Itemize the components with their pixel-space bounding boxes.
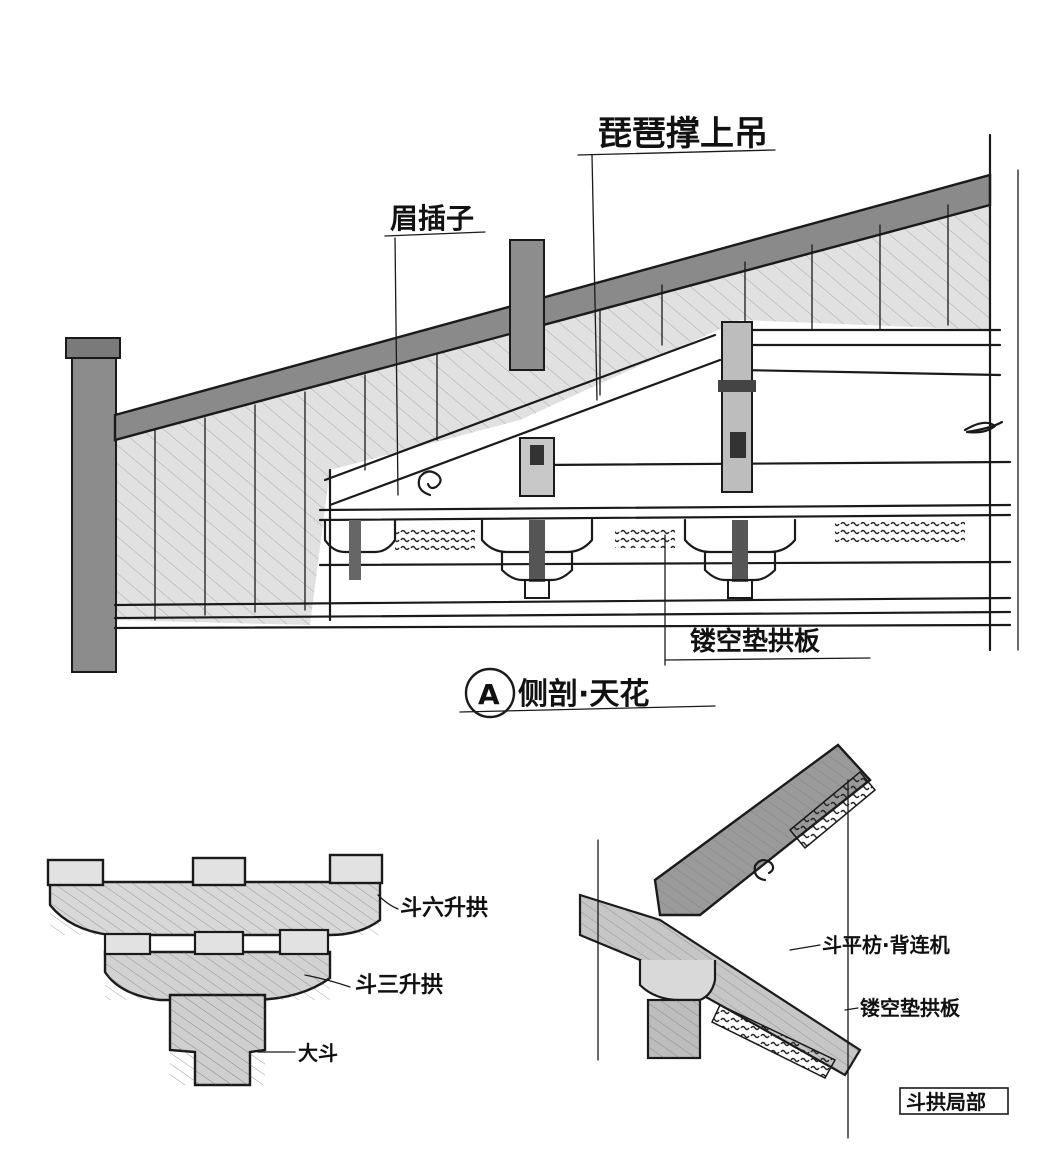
section-caption: A 侧剖·天花 [459, 667, 716, 719]
callout-top: 斗六升拱 [377, 894, 488, 921]
callout-base: 大斗 [257, 1041, 338, 1065]
callout-beam-label: 斗平枋·背连机 [822, 933, 950, 957]
ceiling-hatch [115, 185, 990, 625]
callout-detail-lattice-label: 镂空垫拱板 [860, 996, 961, 1020]
callout-mid: 斗三升拱 [304, 973, 443, 998]
caption-circle-letter: A [478, 678, 500, 711]
detail-scroll [753, 859, 775, 882]
break-mark [963, 420, 1004, 434]
bracket-set-0 [323, 518, 397, 580]
callout-pipa: 琵琶撑上吊 [577, 114, 776, 401]
callout-pipa-label: 琵琶撑上吊 [598, 114, 768, 154]
callout-lattice: 镂空垫拱板 [664, 534, 871, 666]
mid-block-right [278, 928, 330, 956]
detail-bracket-arms [638, 960, 717, 1002]
bracket-set-2 [683, 518, 797, 599]
callout-top-label: 斗六升拱 [400, 896, 488, 921]
king-post-right [718, 321, 756, 493]
callout-detail-lattice: 镂空垫拱板 [844, 996, 961, 1020]
section-drawing: 琵琶撑上吊 眉插子 镂空垫拱板 A 侧剖·天花 [65, 114, 1019, 719]
top-block-left [46, 858, 105, 887]
detail-caption: 斗拱局部 [899, 1087, 1009, 1115]
callout-lattice-label: 镂空垫拱板 [690, 626, 820, 657]
scroll-ornament [417, 470, 442, 497]
callout-meichazi-label: 眉插子 [390, 202, 474, 235]
left-column [71, 339, 117, 673]
ceiling-hangers [154, 204, 949, 621]
bracket-detail: 斗平枋·背连机 镂空垫拱板 斗拱局部 [578, 743, 1009, 1139]
mid-block-left [103, 932, 152, 956]
lattice-strip-2 [615, 528, 675, 548]
top-block-right [328, 853, 384, 885]
lattice-strip-3 [835, 522, 965, 542]
lattice-band-upper [788, 770, 877, 850]
bracket-set-1 [480, 518, 594, 599]
caption-title: 侧剖·天花 [518, 677, 649, 712]
detail-caption-label: 斗拱局部 [906, 1090, 986, 1114]
lattice-band-lower [711, 1003, 837, 1079]
lattice-strip-1 [395, 530, 475, 550]
bracket-elevation: 斗六升拱 斗三升拱 大斗 [46, 853, 488, 1087]
callout-beam: 斗平枋·背连机 [789, 933, 950, 957]
top-block-mid [191, 856, 247, 887]
callout-meichazi: 眉插子 [384, 202, 486, 496]
short-post [509, 239, 545, 371]
callout-mid-label: 斗三升拱 [355, 973, 443, 998]
left-column-cap [65, 337, 121, 359]
mid-block-center [193, 930, 245, 956]
king-post-left [519, 437, 555, 497]
callout-base-label: 大斗 [298, 1041, 338, 1065]
